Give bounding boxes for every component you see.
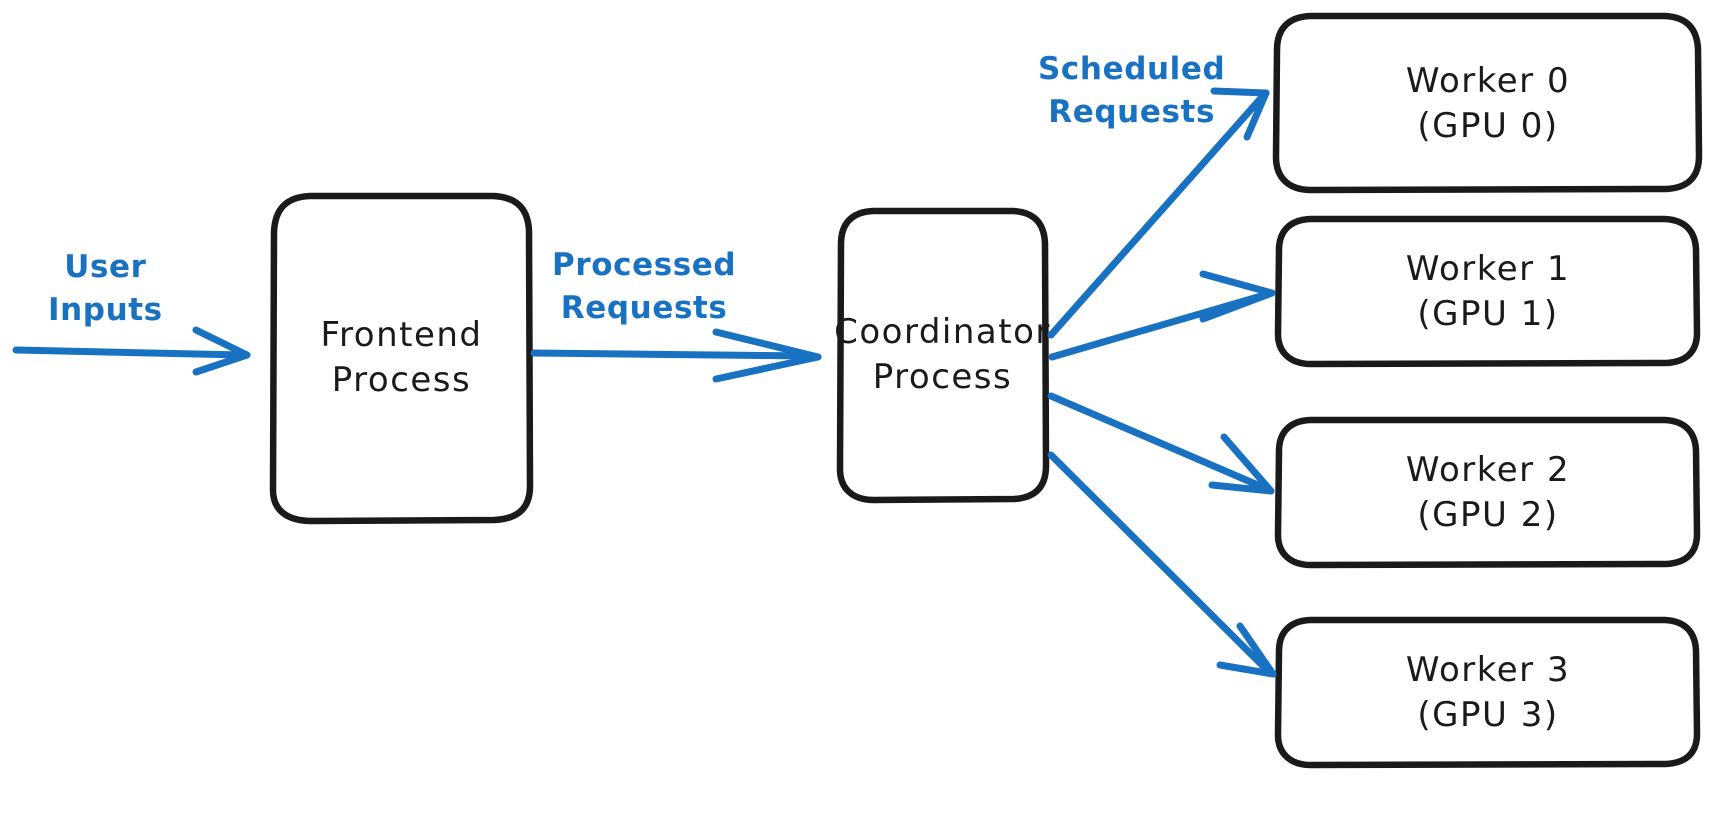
worker0-box-outline (1272, 12, 1703, 194)
edge-label-user-inputs: User Inputs (48, 246, 163, 332)
edge-coordinator-to-worker1-head-upper (1199, 270, 1276, 297)
edge-label-processed-requests: Processed Requests (552, 244, 736, 330)
edge-coordinator-to-worker2-head-lower (1208, 481, 1275, 495)
coordinator-box-outline (836, 207, 1050, 504)
edge-user-to-frontend-shaft (12, 346, 247, 359)
edge-label-scheduled-requests-line2: Requests (1048, 93, 1215, 130)
edge-frontend-to-coordinator-head-lower (712, 353, 822, 383)
edge-coordinator-to-worker1-head-lower (1199, 289, 1276, 323)
edge-label-processed-requests-line2: Requests (560, 289, 728, 326)
worker2-box-outline (1274, 416, 1701, 569)
frontend-box-outline (269, 192, 534, 525)
edge-coordinator-to-worker3-head-lower (1216, 661, 1277, 678)
worker1-box-outline (1274, 215, 1701, 368)
edge-coordinator-to-worker2-head-upper (1220, 433, 1275, 495)
edge-label-scheduled-requests: Scheduled Requests (1038, 48, 1225, 134)
edge-label-processed-requests-line1: Processed (552, 247, 737, 283)
edge-coordinator-to-worker3-shaft (1047, 451, 1272, 675)
edge-frontend-to-coordinator-head-upper (712, 328, 822, 361)
edge-coordinator-to-worker0-shaft (1047, 93, 1266, 339)
edge-coordinator-to-worker0-head-lower (1243, 89, 1270, 141)
edge-coordinator-to-worker0-head-upper (1210, 87, 1270, 97)
worker3-box-outline (1274, 616, 1701, 769)
edge-user-to-frontend-head-lower (192, 351, 251, 376)
edge-label-user-inputs-line1: User (64, 249, 147, 285)
edge-user-to-frontend-head-upper (192, 326, 251, 359)
edge-frontend-to-coordinator-shaft (530, 349, 816, 360)
edge-coordinator-to-worker2-shaft (1047, 392, 1271, 493)
edge-label-user-inputs-line2: Inputs (48, 291, 163, 328)
edge-coordinator-to-worker3-head-upper (1236, 622, 1277, 678)
edge-label-scheduled-requests-line1: Scheduled (1038, 51, 1226, 87)
